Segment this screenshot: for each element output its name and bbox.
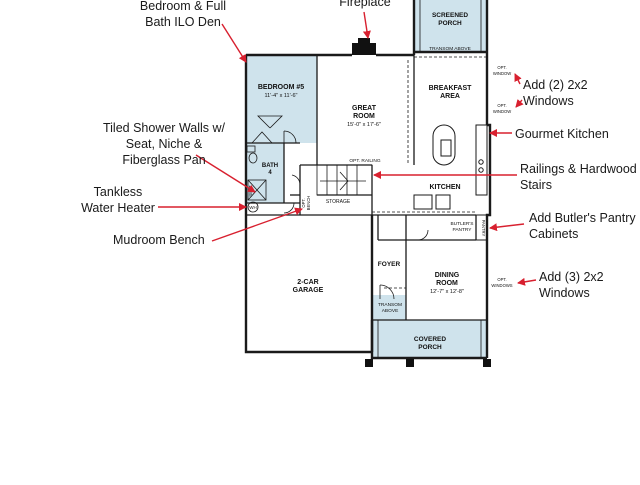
arrow-windows-2b <box>515 99 524 108</box>
dining-size: 12'-7" x 12'-8" <box>430 289 464 295</box>
arrow-butlers <box>489 223 525 232</box>
kitchen-fixtures <box>413 124 488 241</box>
foyer-window-fill <box>372 295 406 320</box>
annotation-windows-2-line1: Add (2) 2x2 <box>523 78 588 92</box>
annotation-fireplace: Fireplace <box>330 0 400 10</box>
fireplace-top <box>358 38 370 44</box>
screened-porch-fill <box>414 0 487 52</box>
storage-label: STORAGE <box>326 199 351 205</box>
covered-porch-fill <box>372 320 487 358</box>
annotation-butlers-cabinets-line2: Cabinets <box>529 227 579 241</box>
opt-railing-label: OPT. RAILING <box>349 158 380 164</box>
annotation-shower-line2: Seat, Niche & <box>125 137 203 151</box>
annotation-butlers-cabinets: Add Butler's Pantry Cabinets <box>529 210 636 242</box>
transom-above-top: TRANSOM ABOVE <box>429 46 471 52</box>
annotation-mudroom: Mudroom Bench <box>113 232 205 248</box>
annotation-shower-line1: Tiled Shower Walls w/ <box>102 121 226 135</box>
arrow-windows-3 <box>517 277 537 286</box>
arrow-windows-2 <box>514 73 522 85</box>
annotation-fireplace-text: Fireplace <box>339 0 391 9</box>
dashed-lines <box>372 56 487 289</box>
bath4-2: 4 <box>268 170 272 176</box>
opt-bench-1: OPT. <box>301 198 306 207</box>
arrow-fireplace <box>362 11 371 39</box>
room-labels: BEDROOM #5 11'-4" x 11'-6" GREAT ROOM 15… <box>248 12 513 351</box>
opt-window-1b: WINDOW <box>493 71 511 76</box>
foyer-label: FOYER <box>378 261 401 268</box>
wh-label: WH <box>249 205 257 210</box>
breakfast-1: BREAKFAST <box>429 85 473 92</box>
porch-columns <box>365 359 491 367</box>
annotation-windows-3-line2: Windows <box>539 286 590 300</box>
arrow-bedroom <box>221 23 247 63</box>
bedroom5-size: 11'-4" x 11'-6" <box>264 93 297 99</box>
annotation-windows-3: Add (3) 2x2 Windows <box>539 269 604 301</box>
annotation-arrows <box>158 11 537 286</box>
opt-window-2a: OPT. <box>497 103 506 108</box>
great-room-name-1: GREAT <box>352 105 377 112</box>
annotation-water-heater-line2: Water Heater <box>81 201 155 215</box>
annotation-bedroom-bath-line1: Bedroom & Full <box>139 0 227 13</box>
annotation-railings-line1: Railings & Hardwood <box>520 162 637 176</box>
exterior-walls <box>244 0 492 360</box>
butlers-pantry-1: BUTLER'S <box>450 221 473 227</box>
annotation-gourmet-kitchen: Gourmet Kitchen <box>515 126 609 142</box>
garage-1: 2-CAR <box>297 279 318 286</box>
bath4-1: BATH <box>262 163 278 169</box>
bedroom5-fill <box>246 55 317 143</box>
opt-window-2b: WINDOW <box>493 109 511 114</box>
annotation-shower: Tiled Shower Walls w/ Seat, Niche & Fibe… <box>90 120 238 168</box>
butlers-pantry-2: PANTRY <box>452 227 472 233</box>
great-room-name-2: ROOM <box>353 113 375 120</box>
arrow-shower <box>195 154 256 193</box>
arrow-mudroom <box>211 207 303 242</box>
annotation-water-heater: Tankless Water Heater <box>72 184 164 216</box>
screened-porch-1: SCREENED <box>432 12 468 19</box>
dining-2: ROOM <box>436 280 458 287</box>
annotation-water-heater-line1: Tankless <box>93 185 143 199</box>
annotation-windows-3-line1: Add (3) 2x2 <box>539 270 604 284</box>
garage-2: GARAGE <box>293 287 324 294</box>
great-room-size: 15'-0" x 17'-6" <box>347 122 381 128</box>
opt-windows-b: WINDOWS <box>491 283 512 288</box>
annotation-railings-line2: Stairs <box>520 178 552 192</box>
annotation-bedroom-bath: Bedroom & Full Bath ILO Den <box>128 0 238 30</box>
screened-porch-2: PORCH <box>438 20 462 27</box>
annotation-railings: Railings & Hardwood Stairs <box>520 161 637 193</box>
annotation-bedroom-bath-line2: Bath ILO Den <box>145 15 221 29</box>
annotation-windows-2-line2: Windows <box>523 94 574 108</box>
kitchen-name: KITCHEN <box>429 184 460 191</box>
opt-window-1a: OPT. <box>497 65 506 70</box>
opt-windows-a: OPT. <box>497 277 506 282</box>
annotation-windows-2: Add (2) 2x2 Windows <box>523 77 588 109</box>
transom-foyer-1: TRANSOM <box>378 302 402 308</box>
stairs <box>316 164 373 196</box>
bedroom5-name: BEDROOM #5 <box>258 84 304 91</box>
covered-porch-2: PORCH <box>418 344 442 351</box>
annotation-gourmet-kitchen-text: Gourmet Kitchen <box>515 127 609 141</box>
pantry-side-label: PANTRY <box>481 220 486 237</box>
opt-bench-2: BENCH <box>306 196 311 211</box>
door-swings <box>251 115 429 300</box>
covered-porch-1: COVERED <box>414 336 446 343</box>
porch-trim <box>377 0 482 358</box>
transom-foyer-2: ABOVE <box>382 308 399 314</box>
breakfast-2: AREA <box>440 93 460 100</box>
annotation-shower-line3: Fiberglass Pan <box>122 153 206 167</box>
highlight-areas <box>246 0 487 358</box>
fireplace-shape <box>352 43 376 55</box>
dining-1: DINING <box>435 272 460 279</box>
annotation-mudroom-text: Mudroom Bench <box>113 233 205 247</box>
annotation-butlers-cabinets-line1: Add Butler's Pantry <box>529 211 636 225</box>
